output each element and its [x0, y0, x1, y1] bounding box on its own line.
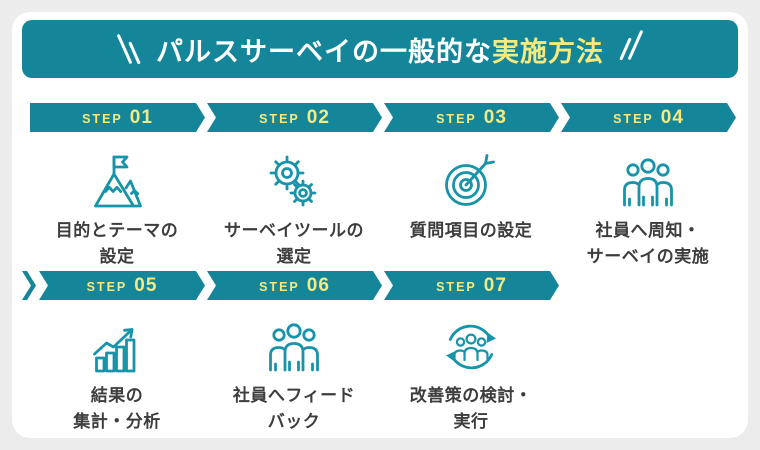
decorative-slashes-right — [619, 29, 644, 61]
people-group-icon — [623, 158, 673, 207]
banner-connector-chevron — [22, 271, 36, 300]
step-banner-02: STEP 02 — [207, 103, 382, 132]
step-number: 01 — [129, 106, 153, 128]
step-banner-06: STEP 06 — [207, 271, 382, 300]
step-word: STEP — [613, 111, 654, 126]
step-word: STEP — [436, 111, 477, 126]
mountain-flag-icon — [94, 155, 142, 208]
step-banner-03: STEP 03 — [384, 103, 559, 132]
step-05-content: 結果の 集計・分析 — [29, 317, 205, 436]
step-number: 04 — [660, 106, 684, 128]
step-word: STEP — [259, 279, 300, 294]
step-01-content: 目的とテーマの 設定 — [29, 152, 205, 271]
step-caption: 改善策の検討・ 実行 — [409, 386, 533, 432]
step-number: 06 — [306, 274, 330, 296]
target-arrow-icon — [445, 154, 495, 206]
step-number: 03 — [483, 106, 507, 128]
step-caption: 結果の 集計・分析 — [73, 386, 161, 432]
step-number: 02 — [306, 106, 330, 128]
people-cycle-icon — [446, 324, 496, 370]
decorative-slashes-left — [116, 33, 141, 65]
step-banner-05: STEP 05 — [39, 271, 205, 300]
step-04-content: 社員へ周知・ サーベイの実施 — [560, 152, 736, 271]
people-group-icon — [269, 323, 319, 372]
step-caption: 社員へ周知・ サーベイの実施 — [586, 221, 710, 267]
step-number: 05 — [134, 274, 158, 296]
step-caption: 社員へフィード バック — [232, 386, 356, 432]
bar-chart-growth-icon — [93, 328, 136, 373]
step-banner-04: STEP 04 — [561, 103, 736, 132]
header-banner: パルスサーベイの一般的な実施方法 — [22, 20, 738, 78]
step-word: STEP — [259, 111, 300, 126]
step-number: 07 — [483, 274, 507, 296]
step-03-content: 質問項目の設定 — [383, 152, 559, 244]
page-title-accent: 実施方法 — [492, 36, 604, 67]
step-02-content: サーベイツールの 選定 — [206, 152, 382, 271]
step-word: STEP — [436, 279, 477, 294]
step-06-content: 社員へフィード バック — [206, 317, 382, 436]
step-word: STEP — [86, 279, 128, 294]
page-title: パルスサーベイの一般的な実施方法 — [156, 30, 604, 69]
content-card: パルスサーベイの一般的な実施方法 STEP 01 STEP 02 STEP 03… — [12, 12, 748, 438]
step-banner-07: STEP 07 — [384, 271, 559, 300]
page-title-main: パルスサーベイの一般的な — [156, 36, 492, 67]
step-07-content: 改善策の検討・ 実行 — [383, 317, 559, 436]
step-caption: 質問項目の設定 — [409, 221, 533, 240]
step-word: STEP — [82, 111, 123, 126]
gears-icon — [269, 155, 317, 207]
step-caption: サーベイツールの 選定 — [224, 221, 364, 267]
step-caption: 目的とテーマの 設定 — [55, 221, 179, 267]
step-banner-01: STEP 01 — [30, 103, 205, 132]
